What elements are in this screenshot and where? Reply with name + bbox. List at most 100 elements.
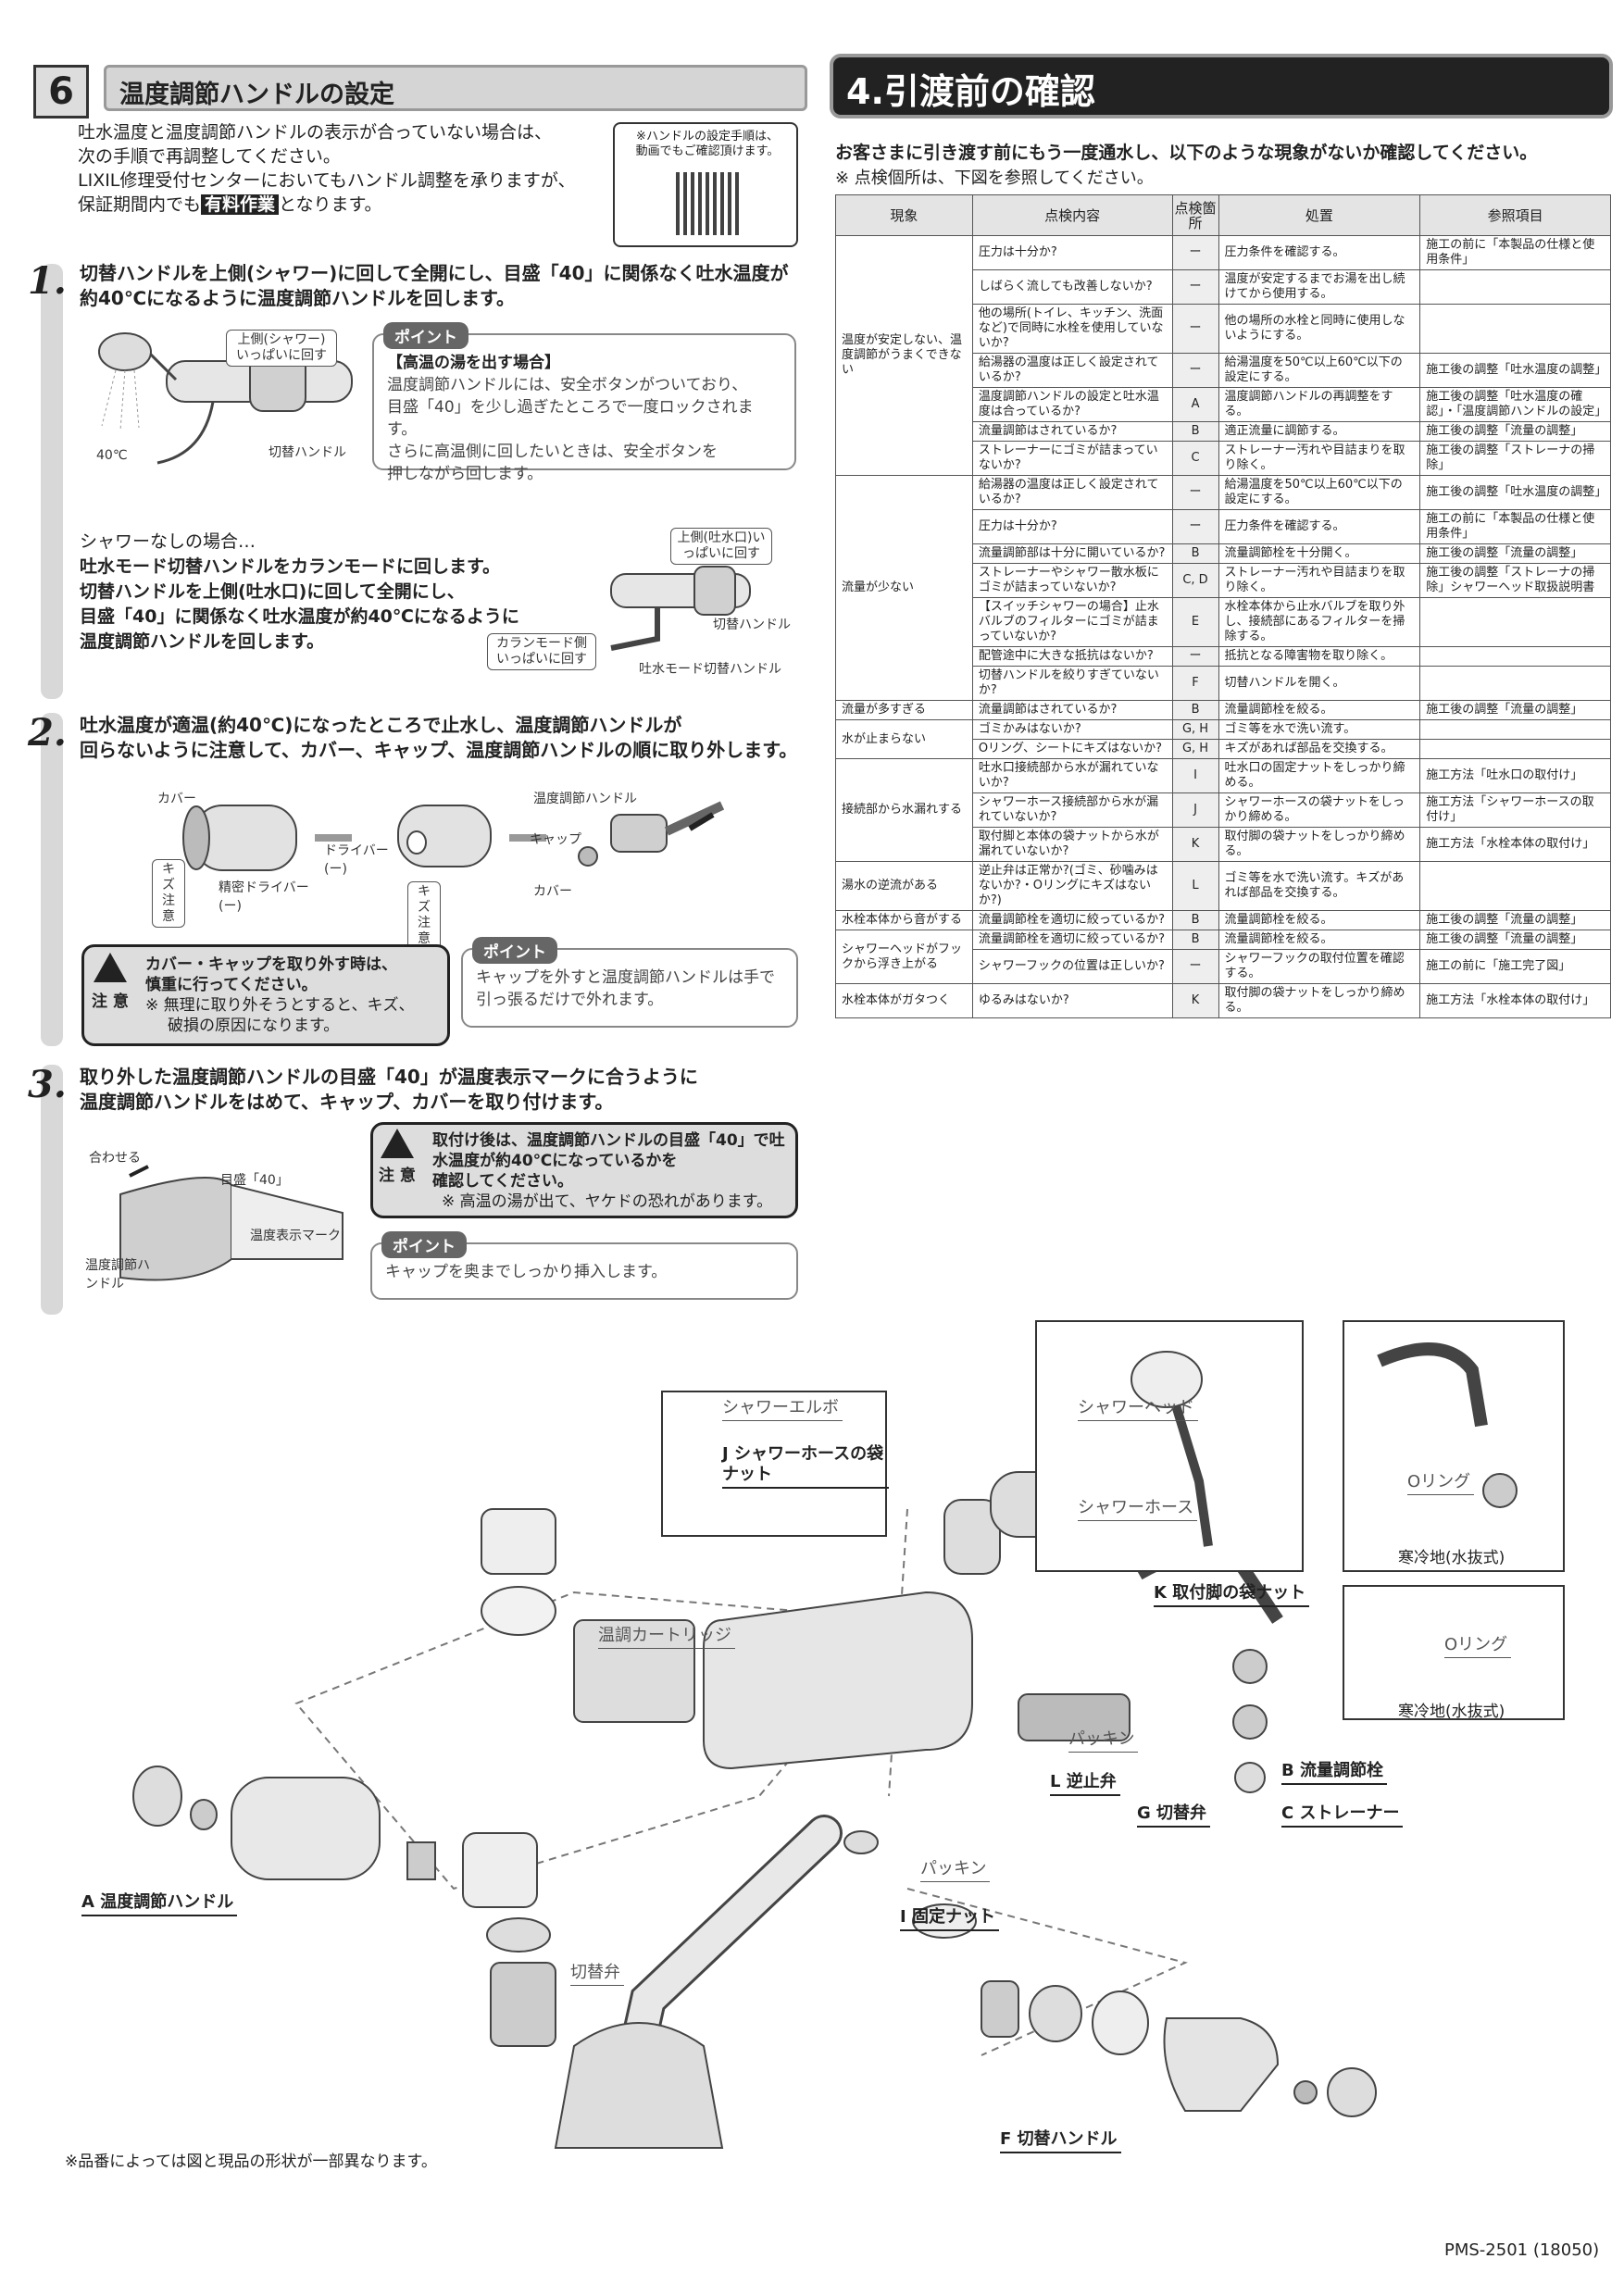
point-body: キャップを外すと温度調節ハンドルは手で引っ張るだけで外れます。 xyxy=(476,968,775,1009)
mark-cell: ー xyxy=(1171,646,1219,667)
table-row: 圧力は十分か?ー圧力条件を確認する。施工の前に「本製品の仕様と使用条件」 xyxy=(836,509,1611,544)
label-part-f: F 切替ハンドル xyxy=(1000,2126,1121,2153)
section4-title: 4.引渡前の確認 xyxy=(833,57,1609,115)
phenomenon-cell: 温度が安定しない、温度調節がうまくできない xyxy=(835,235,973,476)
mark-cell: E xyxy=(1171,597,1219,647)
action-cell: 水栓本体から止水バルブを取り外し、接続部にあるフィルターを掃除する。 xyxy=(1218,597,1421,647)
ref-cell: 施工方法「水栓本体の取付け」 xyxy=(1419,827,1611,862)
label-temp-handle: 温度調節ハンドル xyxy=(533,792,637,806)
label-karan-mode: カランモード側いっぱいに回す xyxy=(487,633,596,670)
no-shower-illustration xyxy=(610,566,751,651)
check-cell: 流量調節はされているか? xyxy=(971,421,1173,442)
step3-text: 取り外した温度調節ハンドルの目盛「40」が温度表示マークに合うように温度調節ハン… xyxy=(80,1066,698,1113)
section4-note: ※ 点検個所は、下図を参照してください。 xyxy=(835,168,1154,188)
mark-cell: C xyxy=(1171,441,1219,476)
caution-box-3: 注 意 取付け後は、温度調節ハンドルの目盛「40」で吐 水温度が約40℃になって… xyxy=(370,1122,798,1218)
label-cold-2: 寒冷地(水抜式) xyxy=(1398,1703,1505,1721)
label-precise-driver: 精密ドライバー(ー) xyxy=(219,880,309,914)
step2-number: 2. xyxy=(28,711,67,755)
section4-lead: お客さまに引き渡す前にもう一度通水し、以下のような現象がないか確認してください。 xyxy=(835,143,1538,163)
action-cell: 取付脚の袋ナットをしっかり締める。 xyxy=(1218,983,1421,1018)
point-body: 【高温の湯を出す場合】 温度調節ハンドルには、安全ボタンがついており、目盛「40… xyxy=(387,354,754,483)
step2-bar xyxy=(41,713,63,1046)
ref-cell xyxy=(1419,861,1611,911)
phenomenon-cell: 接続部から水漏れする xyxy=(835,758,973,862)
section6-intro: 吐水温度と温度調節ハンドルの表示が合っていない場合は、 次の手順で再調整してくだ… xyxy=(78,120,596,217)
ref-cell: 施工の前に「施工完了図」 xyxy=(1419,949,1611,984)
label-mode-handle: 吐水モード切替ハンドル xyxy=(639,662,781,677)
label-cold-1: 寒冷地(水抜式) xyxy=(1398,1549,1505,1567)
label-oring-1: Oリング xyxy=(1407,1468,1475,1495)
mark-cell: ー xyxy=(1171,949,1219,984)
action-cell: ストレーナー汚れや目詰まりを取り除く。 xyxy=(1218,441,1421,476)
mark-cell: B xyxy=(1171,930,1219,950)
mark-cell: ー xyxy=(1171,269,1219,305)
ref-cell: 施工後の調整「流量の調整」 xyxy=(1419,421,1611,442)
ref-cell: 施工後の調整「ストレーナの掃除」 xyxy=(1419,441,1611,476)
action-cell: ストレーナー汚れや目詰まりを取り除く。 xyxy=(1218,563,1421,598)
mark-cell: ー xyxy=(1171,475,1219,510)
check-cell: ストレーナーにゴミが詰まっていないか? xyxy=(971,441,1173,476)
action-cell: 流量調節栓を絞る。 xyxy=(1218,910,1421,930)
warning-icon xyxy=(381,1129,414,1158)
action-cell: 圧力条件を確認する。 xyxy=(1218,509,1421,544)
action-cell: 他の場所の水栓と同時に使用しないようにする。 xyxy=(1218,304,1421,354)
caution-label: 注 意 xyxy=(92,992,129,1011)
label-40c: 40℃ xyxy=(96,448,128,463)
table-header-cell: 点検内容 xyxy=(971,194,1173,236)
action-cell: 温度調節ハンドルの再調整をする。 xyxy=(1218,387,1421,422)
phenomenon-cell: 水栓本体から音がする xyxy=(835,910,973,930)
exploded-parts-diagram xyxy=(132,1471,1377,2149)
check-cell: 配管途中に大きな抵抗はないか? xyxy=(971,646,1173,667)
table-row: しばらく流しても改善しないか?ー温度が安定するまでお湯を出し続けてから使用する。 xyxy=(836,269,1611,305)
action-cell: 抵抗となる障害物を取り除く。 xyxy=(1218,646,1421,667)
table-row: 給湯器の温度は正しく設定されているか?ー給湯温度を50℃以上60℃以下の設定にす… xyxy=(836,353,1611,388)
phenomenon-cell: シャワーヘッドがフックから浮き上がる xyxy=(835,930,973,984)
check-cell: シャワーフックの位置は正しいか? xyxy=(971,949,1173,984)
ref-cell xyxy=(1419,269,1611,305)
action-cell: 流量調節栓を絞る。 xyxy=(1218,700,1421,720)
label-cover-2: カバー xyxy=(533,884,572,899)
step2-text: 吐水温度が適温(約40℃)になったところで止水し、温度調節ハンドルが回らないよう… xyxy=(80,714,798,761)
point-box-2: ポイント キャップを外すと温度調節ハンドルは手で引っ張るだけで外れます。 xyxy=(461,937,798,1028)
ref-cell: 施工後の調整「流量の調整」 xyxy=(1419,543,1611,564)
check-table: 現象点検内容点検箇所処置参照項目 温度が安定しない、温度調節がうまくできない圧力… xyxy=(835,194,1611,1018)
check-cell: 温度調節ハンドルの設定と吐水温度は合っているか? xyxy=(971,387,1173,422)
label-part-b: B 流量調節栓 xyxy=(1281,1757,1387,1785)
check-cell: 圧力は十分か? xyxy=(971,235,1173,270)
check-cell: 圧力は十分か? xyxy=(971,509,1173,544)
qr-box: ※ハンドルの設定手順は、動画でもご確認頂けます。 xyxy=(613,122,798,247)
caution-label: 注 意 xyxy=(379,1167,416,1185)
caution-text: カバー・キャップを取り外す時は、 慎重に行ってください。 ※ 無理に取り外そうと… xyxy=(145,955,415,1035)
intro-line: 吐水温度と温度調節ハンドルの表示が合っていない場合は、 xyxy=(78,122,553,143)
label-scratch-caution-2: キズ注意 xyxy=(407,881,441,950)
label-temp-handle-3: 温度調節ハンドル xyxy=(85,1258,150,1292)
step2-disassembly-illustration xyxy=(182,801,725,871)
action-cell: ゴミ等を水で洗い流す。 xyxy=(1218,719,1421,740)
label-packing-2: パッキン xyxy=(920,1855,991,1882)
mark-cell: B xyxy=(1171,910,1219,930)
check-cell: シャワーホース接続部から水が漏れていないか? xyxy=(971,792,1173,828)
label-shower-hose: シャワーホース xyxy=(1078,1494,1198,1521)
intro-line: LIXIL修理受付センターにおいてもハンドル調整を承りますが、 xyxy=(78,170,576,191)
check-cell: 【スイッチシャワーの場合】止水バルブのフィルターにゴミが詰まっていないか? xyxy=(971,597,1173,647)
step1-faucet-illustration xyxy=(98,332,353,465)
qr-code-icon[interactable] xyxy=(676,172,739,235)
action-cell: 給湯温度を50℃以上60℃以下の設定にする。 xyxy=(1218,475,1421,510)
check-cell: ストレーナーやシャワー散水板にゴミが詰まっていないか? xyxy=(971,563,1173,598)
ref-cell: 施工後の調整「吐水温度の調整」 xyxy=(1419,475,1611,510)
phenomenon-cell: 湯水の逆流がある xyxy=(835,861,973,911)
mark-cell: I xyxy=(1171,758,1219,793)
table-header-cell: 現象 xyxy=(835,194,973,236)
intro-line: 次の手順で再調整してください。 xyxy=(78,146,341,167)
action-cell: シャワーホースの袋ナットをしっかり締める。 xyxy=(1218,792,1421,828)
inset-cold-1 xyxy=(1343,1320,1565,1572)
table-header-cell: 点検箇所 xyxy=(1171,194,1219,236)
action-cell: 圧力条件を確認する。 xyxy=(1218,235,1421,270)
